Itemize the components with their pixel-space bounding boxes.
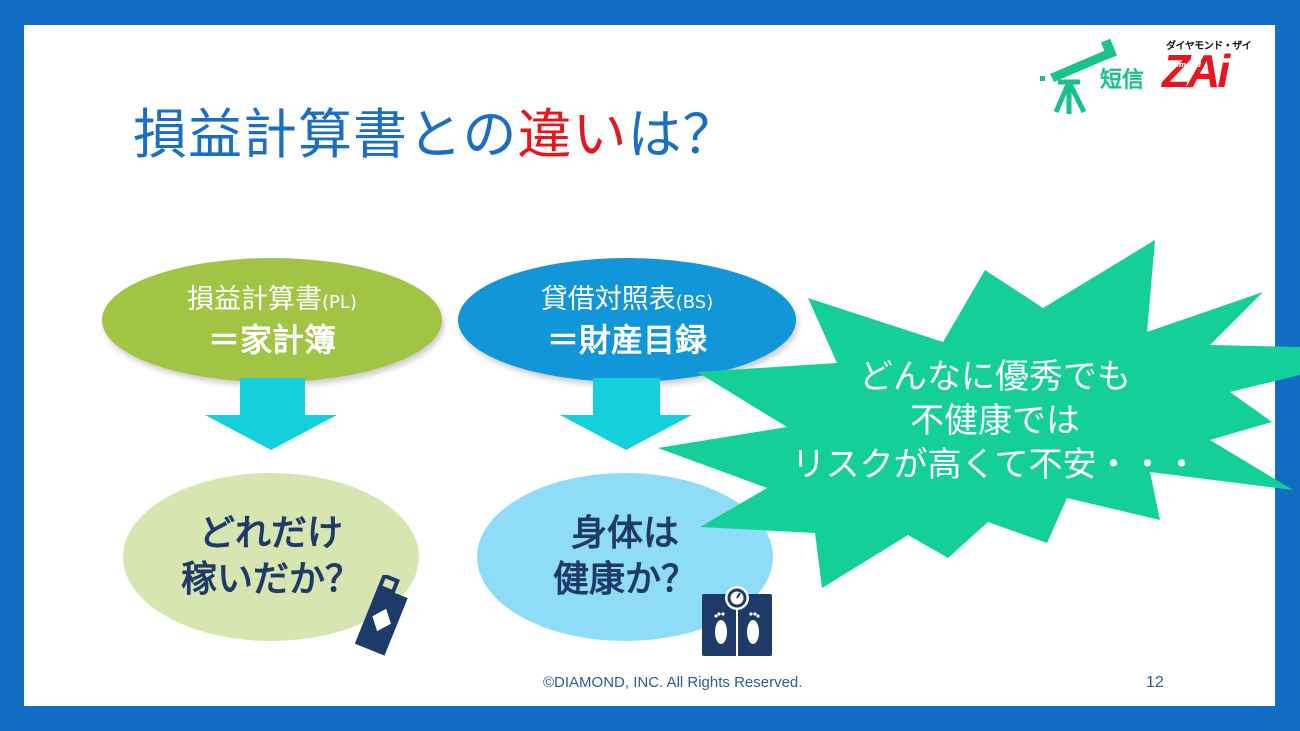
callout-line2: 不健康では <box>910 401 1080 441</box>
pl-ellipse: 損益計算書(PL) ＝家計簿 <box>102 258 442 382</box>
callout-line3: リスクが高くて不安・・・ <box>791 445 1199 485</box>
zai-wordmark: ZAi <box>1162 45 1230 97</box>
page-title: 損益計算書との違いは？ <box>133 100 737 170</box>
bs-ellipse: 貸借対照表(BS) ＝財産目録 <box>458 258 796 382</box>
bathroom-scale-icon <box>702 586 772 656</box>
health-line1: 身体は <box>570 513 679 554</box>
title-part3: は？ <box>627 103 738 166</box>
bs-equals: ＝財産目録 <box>546 320 707 359</box>
callout-line1: どんなに優秀でも <box>859 357 1131 397</box>
earnings-line1: どれだけ <box>198 513 343 554</box>
ledger-book-icon <box>355 575 408 656</box>
title-highlight: 違い <box>517 103 628 166</box>
health-line2: 健康か？ <box>552 559 697 600</box>
tanshin-label: 短信 <box>1100 68 1145 93</box>
page-number: 12 <box>1146 674 1164 691</box>
pl-equals: ＝家計簿 <box>207 320 336 359</box>
down-arrow-icon <box>560 378 692 450</box>
pl-abbr: (PL) <box>322 291 357 313</box>
zai-kana: ダイヤモンド・ザイ <box>1166 41 1252 52</box>
down-arrow-icon <box>205 378 337 450</box>
bs-label: 貸借対照表 <box>540 283 676 315</box>
pl-label: 損益計算書 <box>187 283 323 315</box>
bs-abbr: (BS) <box>675 291 714 313</box>
earnings-ellipse: どれだけ 稼いだか？ <box>123 473 419 641</box>
zai-diamond-label: Diamond <box>1166 61 1202 69</box>
earnings-line2: 稼いだか？ <box>180 559 361 600</box>
title-part1: 損益計算書との <box>133 103 518 166</box>
telescope-icon <box>1040 38 1118 114</box>
callout-text: どんなに優秀でも 不健康では リスクが高くて不安・・・ <box>790 355 1200 487</box>
copyright-footer: ©DIAMOND, INC. All Rights Reserved. <box>543 674 803 691</box>
